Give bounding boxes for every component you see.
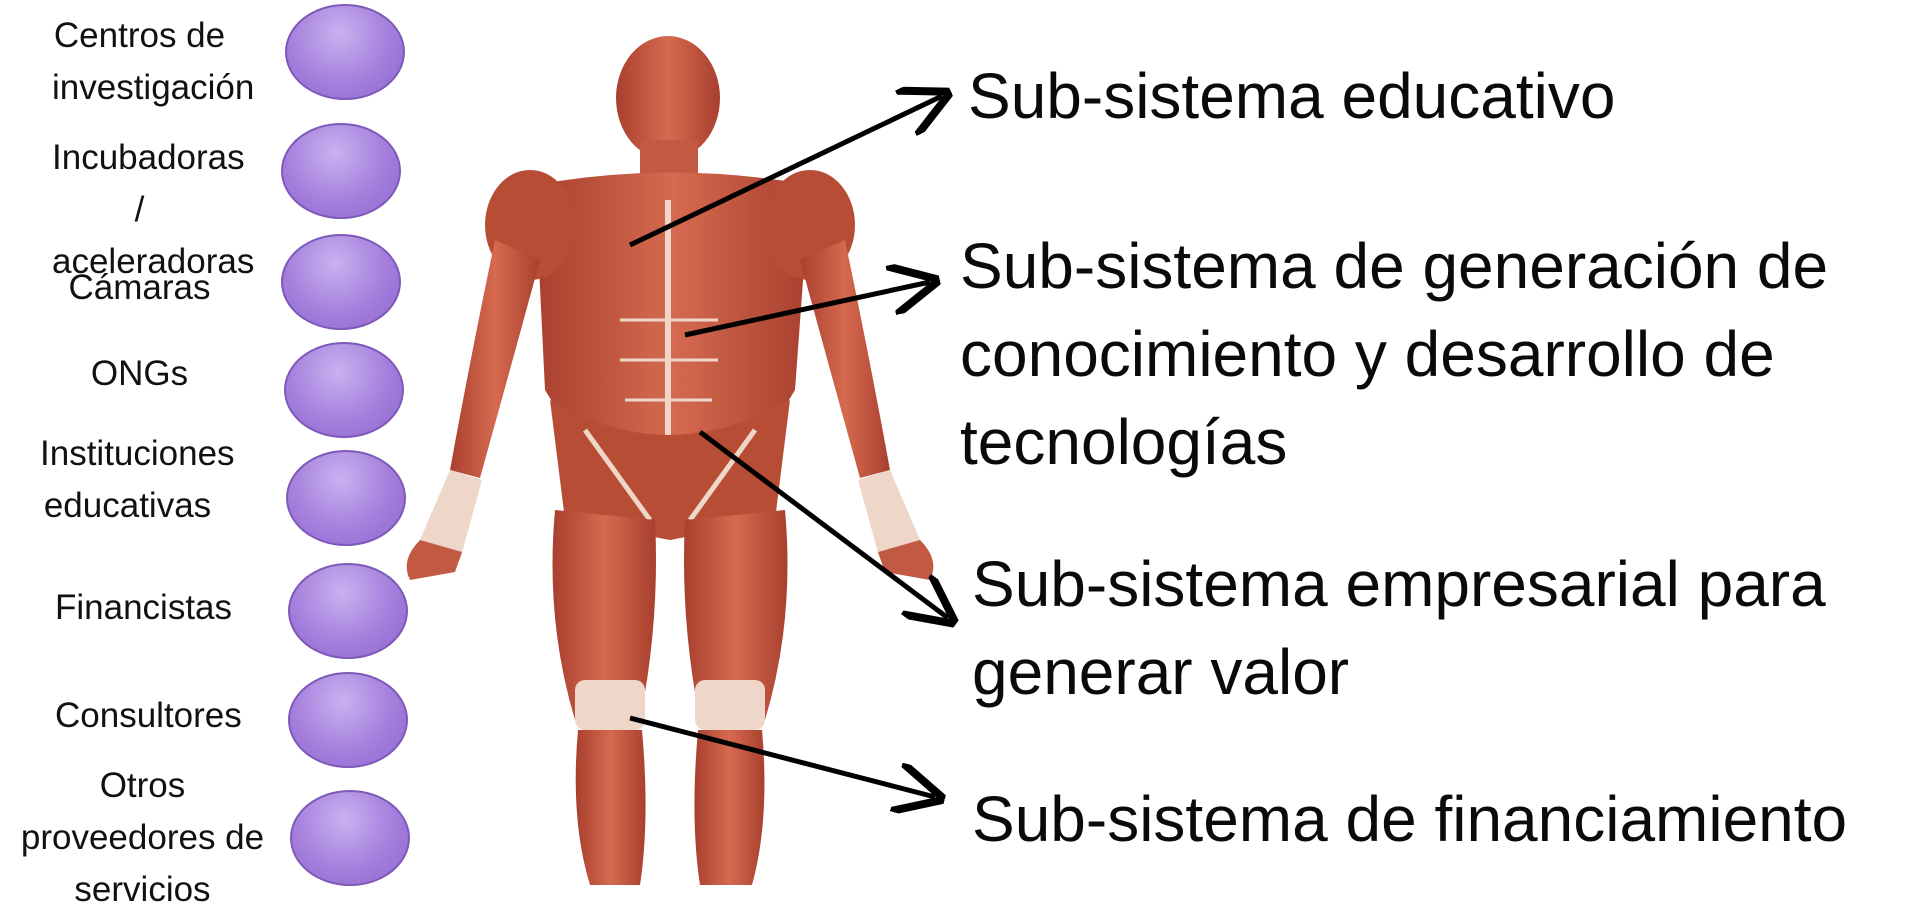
actor-label-instituciones: Instituciones educativas: [40, 434, 235, 525]
subsystem-label-conocimiento: Sub-sistema de generación de conocimient…: [960, 230, 1829, 478]
actor-label-incubadoras: Incubadoras / aceleradoras: [52, 138, 255, 281]
human-muscle-anatomy-icon: [406, 36, 934, 885]
actor-circle-incubadoras: [281, 123, 401, 219]
actor-label-consultores: Consultores: [55, 696, 242, 735]
actor-circle-camaras: [281, 234, 401, 330]
actor-circle-ongs: [284, 342, 404, 438]
actor-circle-centros: [285, 4, 405, 100]
arrow-right-icon: [629, 715, 935, 797]
subsystem-label-educativo: Sub-sistema educativo: [968, 60, 1616, 132]
subsystem-label-empresarial: Sub-sistema empresarial para generar val…: [972, 548, 1826, 708]
actor-label-financistas: Financistas: [55, 588, 233, 627]
arrow-right-icon: [628, 96, 942, 248]
subsystem-label-financiamiento: Sub-sistema de financiamiento: [972, 783, 1848, 855]
actor-circle-consultores: [288, 672, 408, 768]
arrow-right-icon: [684, 282, 930, 338]
arrow-right-icon: [698, 430, 948, 618]
actor-label-camaras: Cámaras: [68, 268, 211, 307]
actor-circle-financistas: [288, 563, 408, 659]
actor-circle-instituciones: [286, 450, 406, 546]
actor-label-ongs: ONGs: [90, 354, 189, 393]
actor-label-centros: Centros de investigación: [52, 16, 255, 107]
actor-circle-otros: [290, 790, 410, 886]
